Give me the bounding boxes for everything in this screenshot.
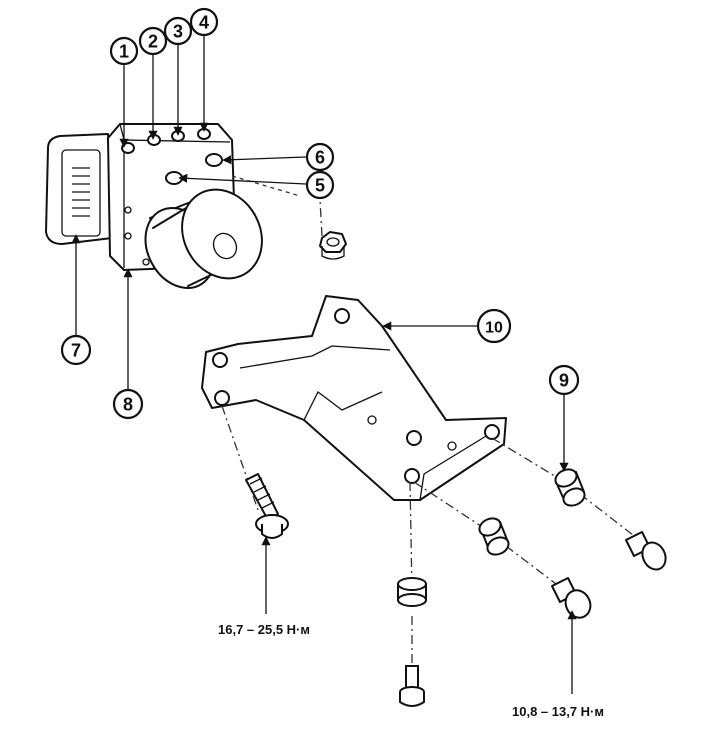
callout-4: 4 [189, 7, 219, 37]
callout-6-label: 6 [315, 148, 325, 168]
callout-1-label: 1 [119, 42, 129, 62]
assembly-center-lines [221, 175, 643, 664]
callout-7: 7 [60, 334, 92, 366]
mount-bolt-middle [551, 577, 592, 619]
callout-6: 6 [305, 142, 335, 172]
mount-bolt-bottom [399, 665, 425, 707]
bracket-bolt [245, 473, 289, 539]
rubber-bushing-middle [478, 517, 510, 556]
callout-10-label: 10 [485, 320, 503, 337]
mounting-bracket [201, 295, 507, 501]
callout-1: 1 [109, 36, 139, 66]
callout-2: 2 [138, 26, 168, 56]
callout-9-label: 9 [559, 371, 569, 391]
callout-3-label: 3 [173, 22, 183, 42]
callout-7-label: 7 [71, 341, 81, 361]
leader-lines [71, 36, 577, 694]
callout-5-label: 5 [315, 176, 325, 196]
mount-bolt-right [625, 531, 667, 571]
callout-9: 9 [548, 364, 580, 396]
callout-2-label: 2 [148, 32, 158, 52]
torque-label-mount-bolt: 10,8 – 13,7 Н·м [512, 704, 604, 719]
callout-3: 3 [163, 16, 193, 46]
rubber-bushing-bottom [397, 577, 427, 607]
callout-8: 8 [112, 388, 144, 420]
loose-nut [319, 231, 347, 260]
abs-hydraulic-unit [45, 123, 263, 290]
callout-8-label: 8 [123, 395, 133, 415]
torque-label-bracket-bolt: 16,7 – 25,5 Н·м [218, 622, 310, 637]
rubber-bushing-right [554, 468, 586, 507]
callout-4-label: 4 [199, 13, 209, 33]
callout-10: 10 [476, 308, 512, 344]
callout-5: 5 [305, 170, 335, 200]
